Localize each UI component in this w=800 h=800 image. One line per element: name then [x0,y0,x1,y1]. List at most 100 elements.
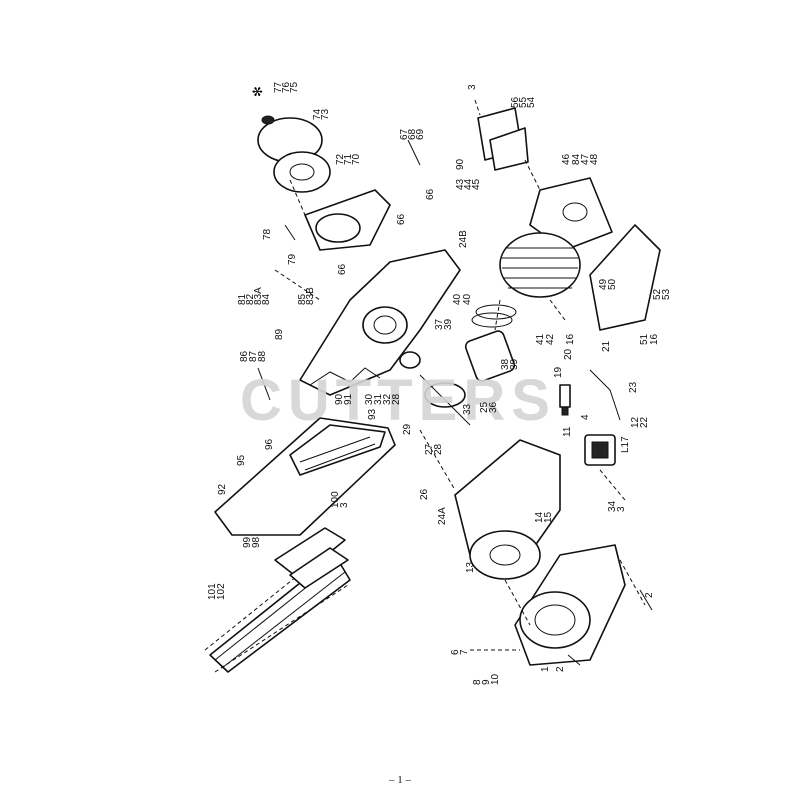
callout-16: 16 [565,333,576,345]
callout-23: 23 [628,381,639,393]
callout-85: 85 [297,293,308,305]
callout-81: 81 [237,293,248,305]
callout-3: 3 [616,506,627,512]
callout-90: 90 [334,393,345,405]
callout-3: 3 [339,502,350,508]
callout-34: 34 [607,500,618,512]
callout-55: 55 [518,96,529,108]
callout-72: 72 [335,153,346,165]
callout-16: 16 [649,333,660,345]
callout-77: 77 [273,81,284,93]
callout-39: 39 [509,358,520,370]
callout-101: 101 [207,583,218,600]
callout-74: 74 [312,108,323,120]
sprocket-cover [304,189,391,251]
callout-27: 27 [424,443,435,455]
callout-98: 98 [251,536,262,548]
callout-66: 66 [425,188,436,200]
starter-cover [514,544,626,666]
fasteners [257,139,653,666]
spark-plug [559,384,571,416]
callout-39: 39 [443,318,454,330]
callout-24B: 24B [458,230,469,248]
callout-13: 13 [465,561,476,573]
callout-92: 92 [217,483,228,495]
callout-25: 25 [479,401,490,413]
crankshaft [399,351,471,426]
callout-89: 89 [274,328,285,340]
callout-40: 40 [462,293,473,305]
bar-plates [274,527,349,589]
carburetor-cover [589,224,661,331]
piston [464,304,517,382]
callout-93: 93 [367,408,378,420]
callout-1: 1 [540,666,551,672]
callout-46: 46 [561,153,572,165]
callout-95: 95 [236,454,247,466]
callout-21: 21 [601,340,612,352]
callout-12: 12 [630,416,641,428]
callout-87: 87 [248,350,259,362]
callout-88: 88 [257,350,268,362]
callout-69: 69 [415,128,426,140]
callout-75: 75 [289,81,300,93]
callout-41: 41 [535,333,546,345]
callout-2: 2 [644,592,655,598]
callout-4: 4 [580,414,591,420]
watermark: CUTTERS [240,368,556,433]
callout-49: 49 [598,278,609,290]
callout-37: 37 [434,318,445,330]
clutch-drum [257,115,331,193]
callout-38: 38 [500,358,511,370]
callout-43: 43 [455,178,466,190]
callout-51: 51 [639,333,650,345]
callout-79: 79 [287,253,298,265]
callout-73: 73 [320,108,331,120]
callout-7: 7 [459,649,470,655]
callout-26: 26 [419,488,430,500]
asterisk-marker: ✻ [251,86,266,97]
callout-20: 20 [563,348,574,360]
callout-70: 70 [351,153,362,165]
callout-90: 90 [455,158,466,170]
callout-71: 71 [343,153,354,165]
callout-22: 22 [639,416,650,428]
callout-24A: 24A [437,507,448,525]
ignition-coil [584,434,616,466]
callout-32: 32 [382,393,393,405]
callout-15: 15 [543,511,554,523]
callout-30: 30 [364,393,375,405]
callout-2: 2 [555,666,566,672]
callout-68: 68 [407,128,418,140]
callout-47: 47 [580,153,591,165]
callout-48: 48 [589,153,600,165]
callout-52: 52 [652,288,663,300]
callout-102: 102 [216,583,227,600]
callout-76: 76 [281,81,292,93]
crankcase-housing [299,249,461,396]
callout-82: 82 [245,293,256,305]
callout-3: 3 [467,84,478,90]
callout-96: 96 [264,438,275,450]
callout-6: 6 [450,649,461,655]
callout-10: 10 [490,673,501,685]
callout-11: 11 [562,426,573,437]
callout-83A: 83A [253,287,264,305]
callout-19: 19 [553,366,564,378]
muffler [477,107,529,171]
callout-44: 44 [463,178,474,190]
callout-66: 66 [337,263,348,275]
cylinder [499,232,581,298]
side-plate [214,417,396,536]
callout-84: 84 [571,153,582,165]
callout-33: 33 [462,403,473,415]
lower-crankcase [454,439,561,580]
callout-45: 45 [471,178,482,190]
callout-91: 91 [343,393,354,405]
callout-31: 31 [373,393,384,405]
page-number: – 1 – [389,774,411,786]
callout-66: 66 [396,213,407,225]
fuel-line [589,369,621,421]
